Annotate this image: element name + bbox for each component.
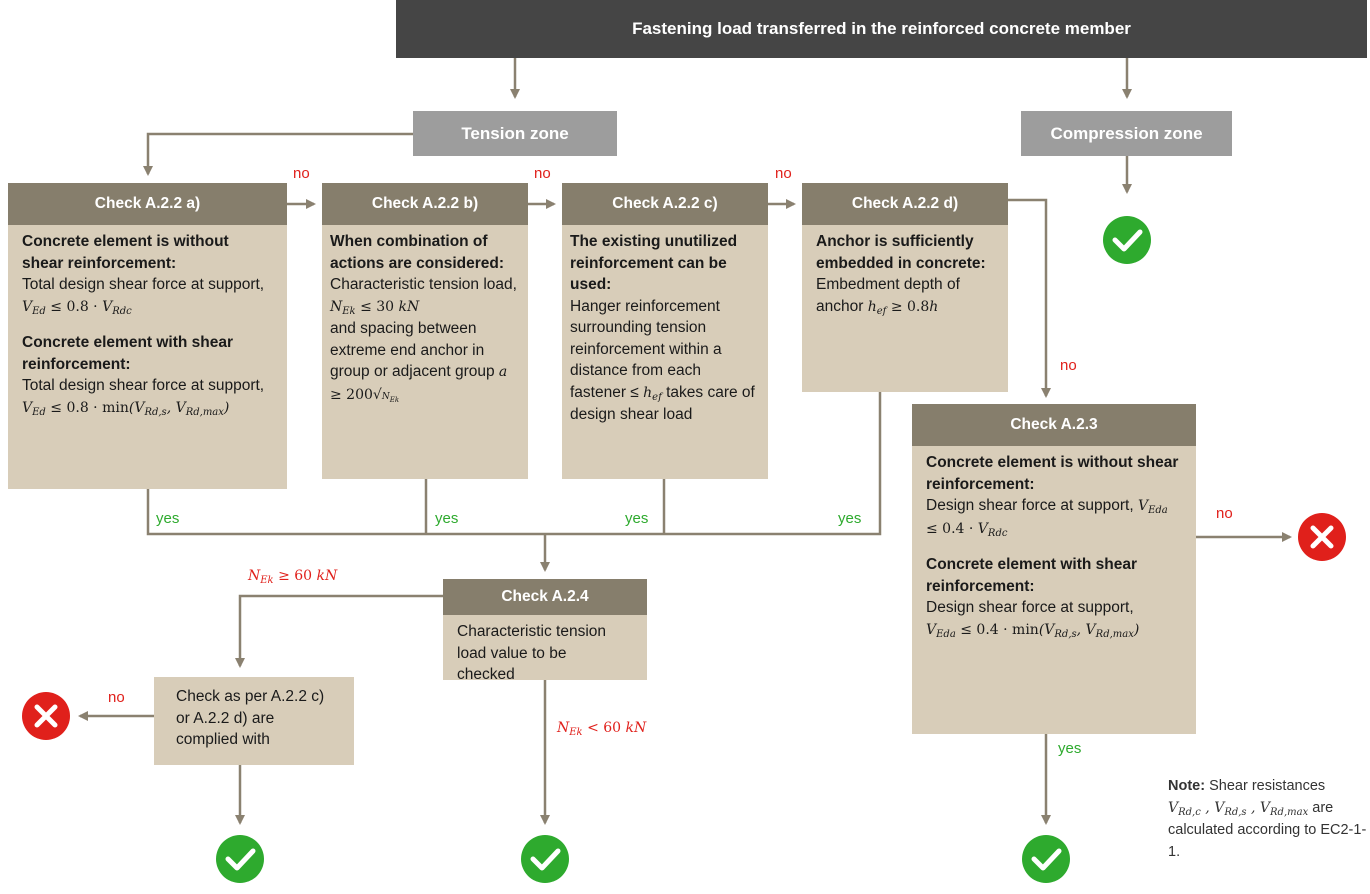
fail-icon <box>1298 513 1346 561</box>
check-a-formula-1: VEd ≤ 0.8 · VRdc <box>22 298 132 317</box>
check-c-formula: hef <box>643 384 662 403</box>
arrow-a24-to-cd <box>235 594 443 668</box>
check-d-box: Check A.2.2 d) Anchor is sufficiently em… <box>802 183 1008 392</box>
check-d-text: Embedment depth of anchor <box>816 276 960 315</box>
check-b-text-2: and spacing between extreme end anchor i… <box>330 320 495 380</box>
no-label: no <box>108 689 125 706</box>
note-formula: VRd,c , VRd,s , VRd,max <box>1168 800 1309 818</box>
check-a24-box: Check A.2.4 Characteristic tension load … <box>443 579 647 683</box>
condition-high-value: ≥ 60 <box>278 568 313 584</box>
yes-label: yes <box>838 510 862 527</box>
check-a23-title: Check A.2.3 <box>912 404 1196 446</box>
check-c-heading: The existing unutilized reinforcement ca… <box>570 233 738 293</box>
check-cd-box: Check as per A.2.2 c) or A.2.2 d) are co… <box>154 677 354 765</box>
yes-label: yes <box>156 510 180 527</box>
check-a23-formula-2: VEda ≤ 0.4 · min(VRd,s, VRd,max) <box>926 621 1140 640</box>
condition-nek-low: NEk < 60 kN <box>557 720 647 738</box>
check-a-heading-2: Concrete element with shear reinforcemen… <box>22 334 234 373</box>
fail-icon <box>22 692 70 740</box>
no-label: no <box>775 165 792 182</box>
check-d-heading: Anchor is sufficiently embedded in concr… <box>816 233 986 272</box>
yes-label: yes <box>1058 740 1082 757</box>
compression-zone-box: Compression zone <box>1021 111 1232 156</box>
no-label: no <box>534 165 551 182</box>
check-a-formula-2: VEd ≤ 0.8 · min(VRd,s, VRd,max) <box>22 399 230 418</box>
no-label: no <box>293 165 310 182</box>
pass-icon <box>1022 835 1070 883</box>
yes-label: yes <box>625 510 649 527</box>
pass-icon <box>521 835 569 883</box>
check-a23-heading-1: Concrete element is without shear reinfo… <box>926 454 1179 493</box>
tension-zone-box: Tension zone <box>413 111 617 156</box>
condition-low-value: < 60 <box>587 720 622 736</box>
check-d-title: Check A.2.2 d) <box>802 183 1008 225</box>
check-c-text-1: Hanger reinforcement surrounding tension… <box>570 297 722 401</box>
check-b-formula-1: NEk ≤ 30 kN <box>330 298 420 317</box>
arrow-d-to-a23 <box>1008 198 1051 398</box>
check-c-title: Check A.2.2 c) <box>562 183 768 225</box>
arrow-tension-to-a <box>143 132 413 176</box>
yes-collector-line <box>146 392 882 536</box>
check-a23-formula-1: VEda ≤ 0.4 · VRdc <box>926 498 1168 539</box>
check-a24-text: Characteristic tension load value to be … <box>457 623 607 683</box>
pass-icon <box>1103 216 1151 264</box>
check-b-title: Check A.2.2 b) <box>322 183 528 225</box>
check-a-text-2: Total design shear force at support, <box>22 377 265 394</box>
check-a23-box: Check A.2.3 Concrete element is without … <box>912 404 1196 734</box>
check-b-box: Check A.2.2 b) When combination of actio… <box>322 183 528 479</box>
check-a-heading-1: Concrete element is without shear reinfo… <box>22 233 229 272</box>
note-bold: Note: <box>1168 778 1206 794</box>
condition-unit: kN <box>625 720 647 736</box>
yes-label: yes <box>435 510 459 527</box>
footnote: Note: Shear resistances VRd,c , VRd,s , … <box>1168 775 1368 863</box>
top-title: Fastening load transferred in the reinfo… <box>396 0 1367 58</box>
check-a23-text-1: Design shear force at support, <box>926 497 1134 514</box>
condition-nek-high: NEk ≥ 60 kN <box>248 568 338 586</box>
check-c-text-2: takes care of design shear load <box>570 383 755 424</box>
no-label: no <box>1060 357 1077 374</box>
note-text-1: Shear resistances <box>1209 778 1326 794</box>
check-c-box: Check A.2.2 c) The existing unutilized r… <box>562 183 768 479</box>
pass-icon <box>216 835 264 883</box>
check-a-title: Check A.2.2 a) <box>8 183 287 225</box>
check-a23-heading-2: Concrete element with shear reinforcemen… <box>926 556 1138 595</box>
check-b-heading: When combination of actions are consider… <box>330 233 505 272</box>
check-a24-title: Check A.2.4 <box>443 579 647 615</box>
check-b-text-1: Characteristic tension load, <box>330 276 517 293</box>
check-cd-text: Check as per A.2.2 c) or A.2.2 d) are co… <box>176 688 325 748</box>
check-b-formula-2: a ≥ 200√NEk <box>330 364 508 404</box>
check-d-formula: hef ≥ 0.8h <box>867 298 939 317</box>
check-a-text-1: Total design shear force at support, <box>22 276 265 293</box>
no-label: no <box>1216 505 1233 522</box>
note-text-2: are calculated according to EC2-1-1. <box>1168 800 1367 860</box>
check-a-box: Check A.2.2 a) Concrete element is witho… <box>8 183 287 489</box>
condition-unit: kN <box>316 568 338 584</box>
check-a23-text-2: Design shear force at support, <box>926 599 1134 616</box>
